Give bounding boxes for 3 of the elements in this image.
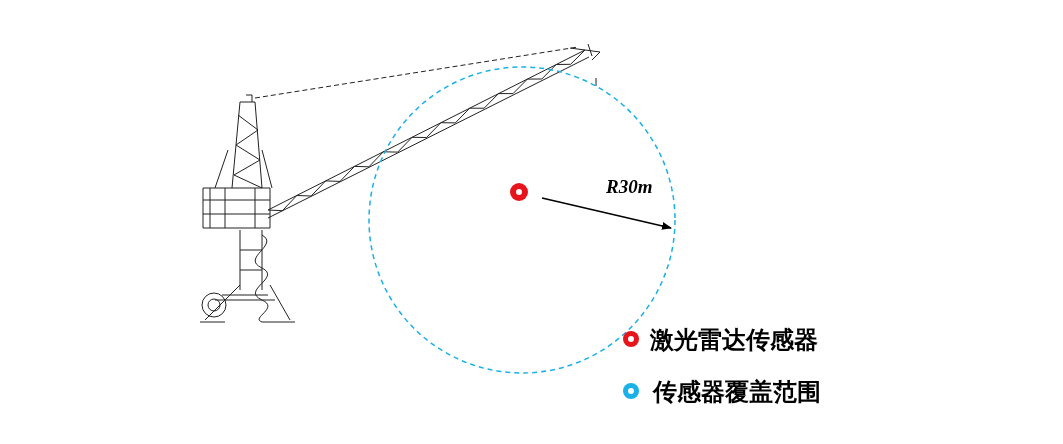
legend-label: 激光雷达传感器 (650, 325, 818, 356)
radius-label: R30m (606, 176, 653, 198)
legend-label: 传感器覆盖范围 (653, 377, 821, 408)
